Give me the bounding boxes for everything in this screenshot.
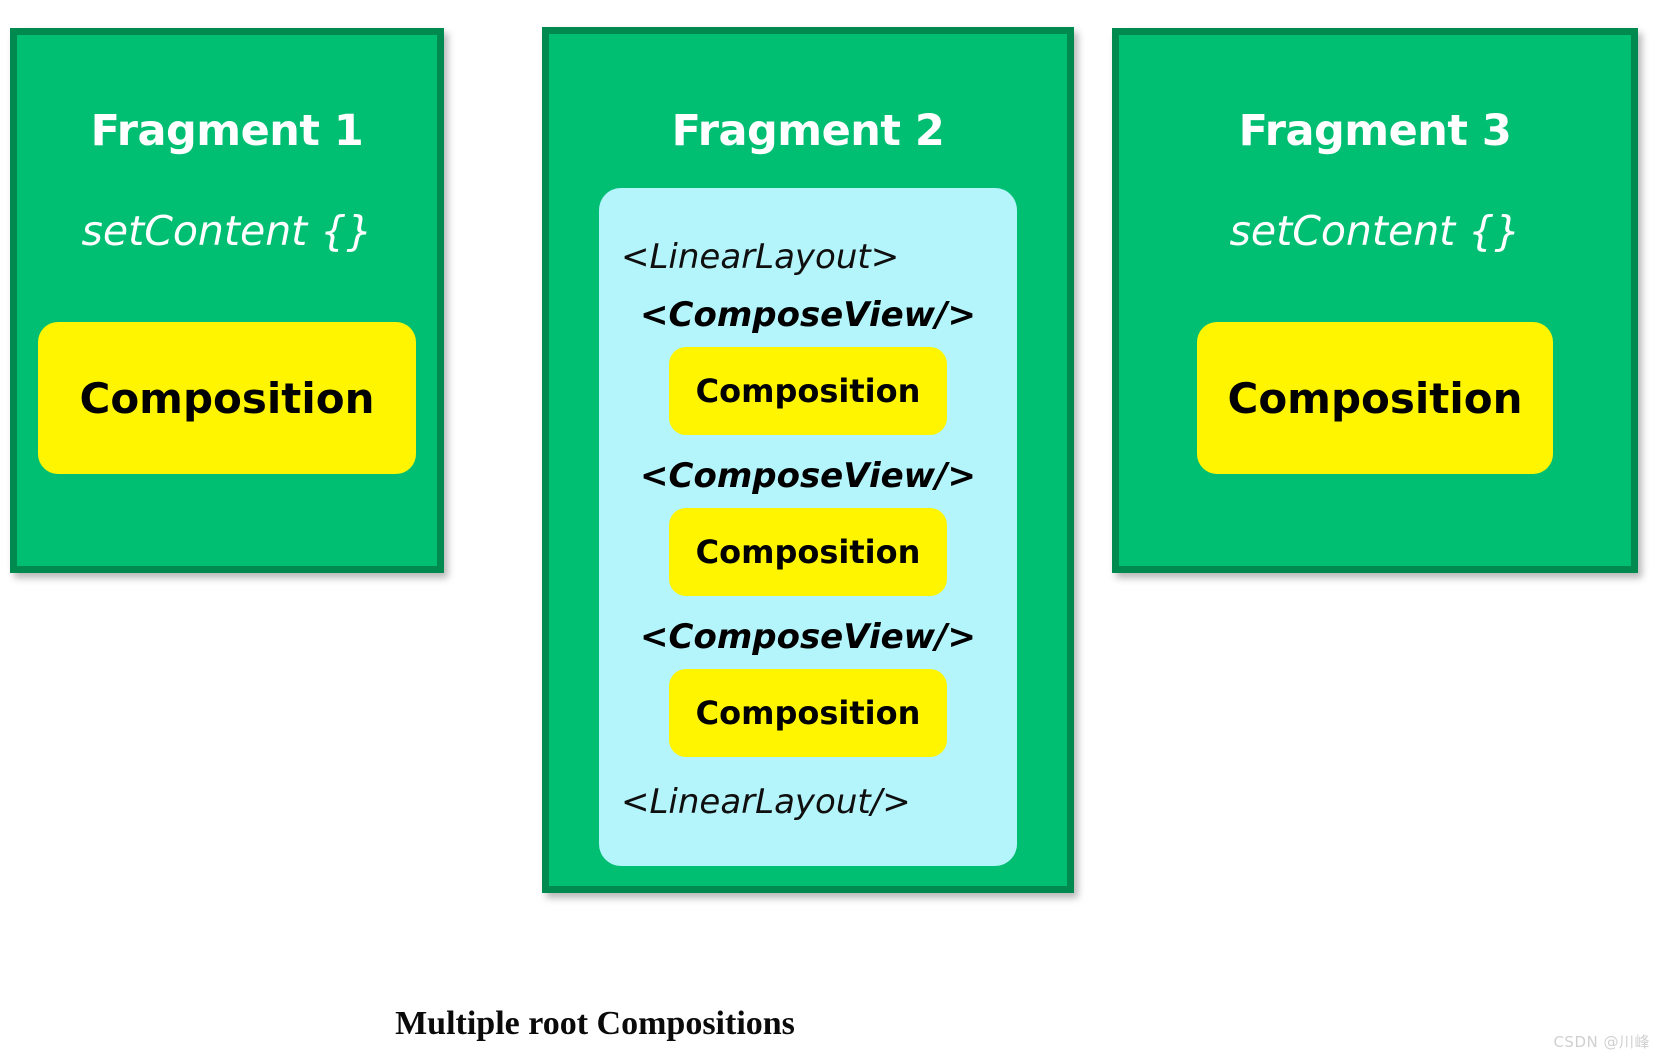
composition-box: Composition (669, 347, 947, 435)
fragment-title: Fragment 3 (1238, 106, 1512, 156)
composition-box: Composition (669, 508, 947, 596)
composition-box: Composition (669, 669, 947, 757)
compose-view-block: <ComposeView/> Composition (640, 596, 976, 757)
set-content-label: setContent {} (81, 207, 373, 255)
linear-layout-panel: <LinearLayout> <ComposeView/> Compositio… (599, 188, 1017, 866)
diagram-caption: Multiple root Compositions (395, 1005, 795, 1042)
compose-view-tag: <ComposeView/> (640, 295, 976, 335)
fragment-box-1: Fragment 1 setContent {} Composition (10, 28, 444, 573)
set-content-label: setContent {} (1229, 207, 1521, 255)
watermark-label: CSDN @川峰 (1553, 1033, 1650, 1051)
compose-view-block: <ComposeView/> Composition (640, 274, 976, 435)
compose-view-tag: <ComposeView/> (640, 456, 976, 496)
fragment-box-2: Fragment 2 <LinearLayout> <ComposeView/>… (542, 27, 1074, 893)
compose-view-tag: <ComposeView/> (640, 617, 976, 657)
fragment-title: Fragment 2 (671, 106, 945, 156)
fragment-title: Fragment 1 (90, 106, 364, 156)
linear-layout-close-tag: <LinearLayout/> (621, 782, 911, 822)
compose-view-block: <ComposeView/> Composition (640, 435, 976, 596)
composition-box: Composition (1197, 322, 1553, 474)
fragment-box-3: Fragment 3 setContent {} Composition (1112, 28, 1638, 573)
linear-layout-open-tag: <LinearLayout> (621, 237, 900, 277)
composition-box: Composition (38, 322, 416, 474)
